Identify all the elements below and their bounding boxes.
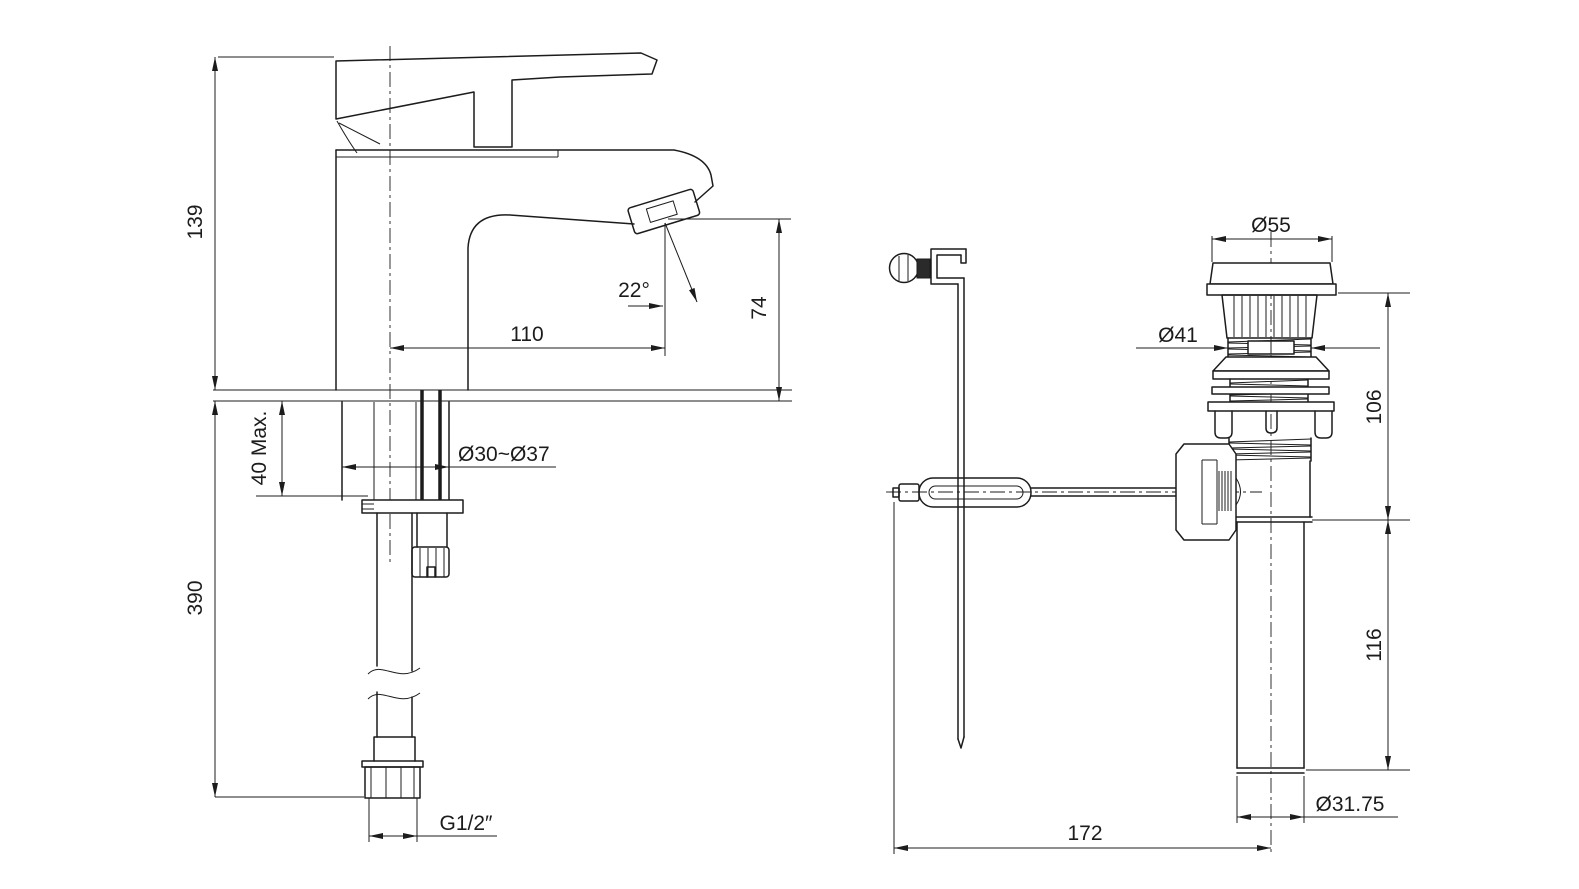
drain-view (886, 232, 1337, 854)
supply-pipes (420, 390, 442, 500)
spout-aerator (627, 188, 701, 235)
pivot-nut (1175, 443, 1241, 541)
dim-hole: Ø30~Ø37 (342, 443, 556, 470)
dim-o3175: Ø31.75 (1236, 776, 1398, 823)
dim-angle-label: 22° (618, 279, 650, 302)
dim-74-label: 74 (748, 296, 771, 320)
horseshoe-washer (361, 499, 464, 514)
dim-40max: 40 Max. (248, 401, 368, 497)
dim-172-label: 172 (1067, 822, 1102, 845)
mounting-shank (341, 390, 464, 578)
clevis (918, 477, 1032, 508)
lift-rod-knob (888, 252, 931, 284)
dim-o41: Ø41 (1136, 324, 1380, 351)
lift-rod-bracket (930, 248, 967, 285)
lock-nut (1207, 401, 1335, 439)
dim-116-label: 116 (1363, 628, 1386, 661)
dim-106-label: 106 (1363, 389, 1386, 424)
drain-dimensions: Ø55 Ø41 106 116 Ø31.75 (893, 214, 1410, 854)
dim-116: 116 (1306, 519, 1410, 771)
lift-rod (957, 277, 965, 749)
dim-110: 110 (390, 323, 665, 351)
dim-390-label: 390 (184, 580, 207, 615)
dim-139: 139 (184, 56, 334, 390)
gasket-ring (1211, 386, 1330, 395)
faucet-body (335, 149, 714, 391)
dim-thread-label: G1/2″ (440, 812, 494, 835)
knob-stem (916, 258, 931, 279)
clevis-slot (928, 485, 1024, 500)
upper-threads (1211, 378, 1330, 403)
hose-connection-nut (361, 760, 424, 799)
dim-o3175-label: Ø31.75 (1316, 793, 1385, 816)
faucet-view (213, 46, 792, 799)
drain-body (1175, 232, 1337, 854)
counter-lines (213, 389, 792, 402)
faucet-dimensions: 139 390 40 Max. 110 22° 7 (184, 56, 791, 842)
splined-section (1221, 294, 1318, 339)
mounting-nut (411, 546, 450, 578)
dim-o55-label: Ø55 (1251, 214, 1291, 237)
tailpiece (1236, 521, 1305, 774)
dim-thread: G1/2″ (368, 798, 497, 842)
lower-threads (1228, 437, 1312, 462)
dim-110-label: 110 (510, 323, 543, 346)
supply-hose (361, 512, 424, 799)
popup-cap (1209, 262, 1334, 285)
dim-hole-label: Ø30~Ø37 (458, 443, 550, 466)
dim-angle-22: 22° (618, 222, 698, 356)
dim-172: 172 (893, 502, 1271, 854)
conical-flange (1212, 356, 1330, 372)
threaded-neck (1227, 337, 1312, 358)
dim-40max-label: 40 Max. (248, 411, 271, 486)
faucet-handle (335, 52, 658, 154)
dim-74: 74 (668, 218, 791, 401)
dim-106: 106 (1338, 292, 1410, 520)
dim-o41-label: Ø41 (1158, 324, 1198, 347)
dim-o55: Ø55 (1211, 214, 1333, 262)
dim-390: 390 (184, 401, 364, 798)
dim-139-label: 139 (184, 204, 207, 239)
